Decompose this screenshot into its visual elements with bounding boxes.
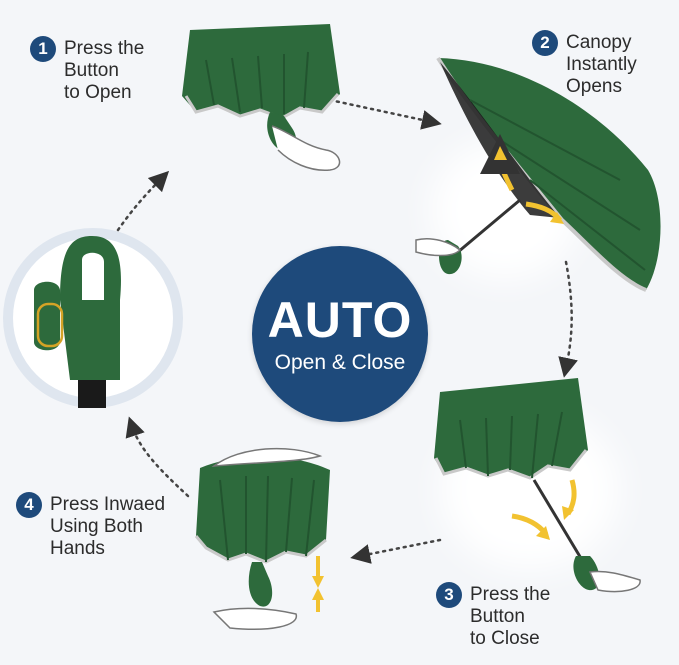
badge-subtitle: Open & Close bbox=[274, 351, 406, 374]
step-number: 2 bbox=[532, 30, 558, 56]
umbrella-closed-bottom bbox=[194, 447, 330, 630]
step-2: 2 Canopy Instantly Opens bbox=[532, 30, 637, 98]
step-label: Press the Button to Open bbox=[64, 38, 145, 103]
flow-arrow-right bbox=[558, 260, 578, 378]
flow-arrow-left-upper bbox=[116, 170, 170, 232]
step-3: 3 Press the Button to Close bbox=[436, 582, 551, 650]
flow-arrow-top bbox=[328, 98, 442, 130]
flow-arrow-bottom bbox=[350, 538, 442, 564]
umbrella-closed-top bbox=[182, 24, 341, 171]
umbrella-closed-right bbox=[434, 378, 641, 593]
step-1: 1 Press the Button to Open bbox=[30, 36, 145, 104]
umbrella-open bbox=[415, 56, 661, 292]
step-label: Press Inwaed Using Both Hands bbox=[50, 494, 166, 559]
step-number: 4 bbox=[16, 492, 42, 518]
step-number: 1 bbox=[30, 36, 56, 62]
flow-arrows bbox=[116, 98, 578, 564]
auto-badge: AUTO Open & Close bbox=[252, 246, 428, 422]
step-number: 3 bbox=[436, 582, 462, 608]
step-label: Press the Button to Close bbox=[470, 584, 551, 649]
handle-closeup bbox=[3, 228, 183, 408]
flow-arrow-left-lower bbox=[125, 416, 190, 498]
step-label: Canopy Instantly Opens bbox=[566, 32, 637, 97]
badge-title: AUTO bbox=[267, 292, 413, 348]
step-4: 4 Press Inwaed Using Both Hands bbox=[16, 492, 166, 560]
